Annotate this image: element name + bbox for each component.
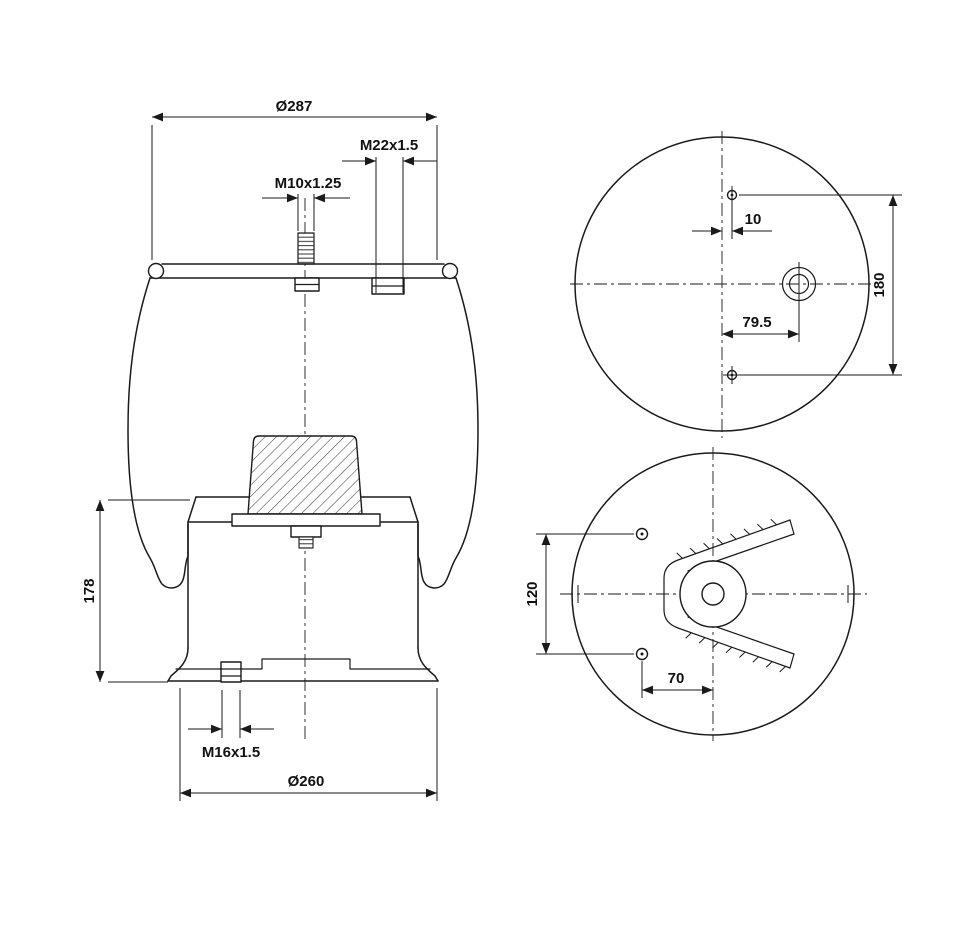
dim-label-bottom-diameter: Ø260	[288, 773, 325, 790]
top-stud-hole-upper	[726, 186, 738, 204]
air-port-hole	[781, 262, 817, 342]
plate-bead-right	[441, 262, 459, 280]
dim-label-stud-thread: M10x1.25	[275, 175, 342, 192]
dim-hole-spacing-120: 120	[524, 533, 634, 655]
dim-piston-height: 178	[81, 499, 190, 683]
bumper-bolt-head	[290, 525, 322, 538]
center-hole	[701, 582, 725, 606]
top-stud-hole-lower	[723, 366, 741, 384]
bottom-nut	[220, 661, 242, 683]
dim-label-stud-offset: 10	[745, 211, 762, 228]
piston	[167, 496, 439, 682]
dim-air-port-thread: M22x1.5	[342, 137, 437, 293]
bottom-view: 120 70	[524, 447, 867, 741]
bumper-base-plate	[231, 513, 381, 527]
side-view: Ø287 M22x1.5 M10x1.25 178	[81, 98, 479, 801]
dim-stud-thread: M10x1.25	[262, 175, 350, 231]
bellows-right-wall	[417, 277, 479, 589]
dim-port-offset: 79.5	[722, 314, 799, 339]
dim-hole-offset-70: 70	[641, 661, 713, 698]
bellows-left-wall	[127, 277, 189, 589]
bumper-bolt-shank	[298, 536, 314, 549]
dim-label-piston-height: 178	[81, 578, 98, 603]
dim-bottom-stud-thread: M16x1.5	[188, 690, 274, 761]
dim-label-air-port-thread: M22x1.5	[360, 137, 418, 154]
dim-label-bottom-stud-thread: M16x1.5	[202, 744, 260, 761]
dim-bottom-diameter: Ø260	[179, 688, 438, 801]
weld-hatch-lower	[685, 632, 786, 673]
bumper-hatched	[247, 435, 363, 515]
dim-label-port-offset: 79.5	[742, 314, 771, 331]
top-view: 10 79.5 180	[570, 131, 902, 438]
center-nut-under-plate	[294, 277, 320, 292]
top-stud	[297, 232, 315, 265]
air-port-fitting	[371, 277, 405, 295]
weld-hatch-upper	[676, 518, 777, 559]
plate-bead-left	[147, 262, 165, 280]
dim-stud-offset: 10	[692, 203, 772, 239]
dim-label-hole-offset-70: 70	[668, 670, 685, 687]
dim-label-hole-spacing-180: 180	[871, 272, 888, 297]
bottom-hole-lower	[635, 647, 649, 661]
dim-label-top-diameter: Ø287	[276, 98, 313, 115]
dim-top-diameter: Ø287	[151, 98, 438, 260]
bottom-hole-upper	[635, 527, 649, 541]
dim-label-hole-spacing-120: 120	[524, 581, 541, 606]
dim-hole-spacing-180: 180	[739, 194, 902, 376]
